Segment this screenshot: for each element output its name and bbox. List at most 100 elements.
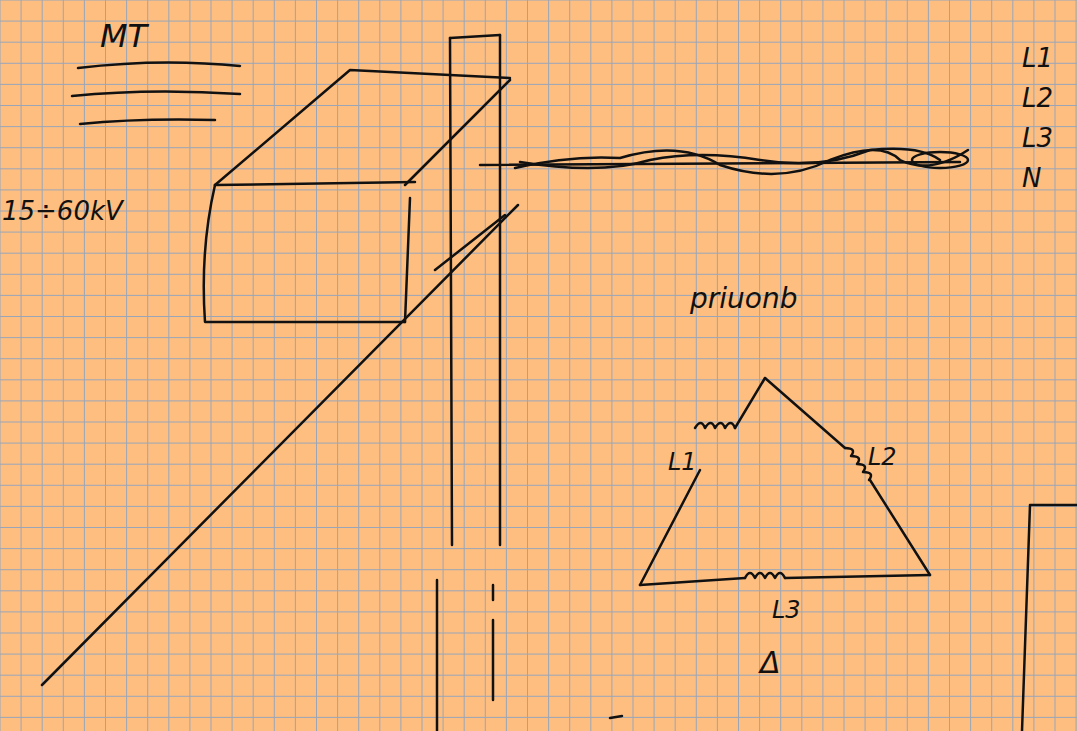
grid-line <box>0 569 1077 570</box>
handwritten-label: N <box>1022 165 1041 191</box>
grid-line <box>168 0 169 731</box>
triangle <box>785 575 930 578</box>
grid-line <box>0 21 1077 22</box>
handwritten-label: MT <box>100 20 147 52</box>
grid-line <box>211 0 212 731</box>
grid-line <box>991 0 992 731</box>
coil <box>845 448 871 480</box>
cable <box>912 152 968 168</box>
handwritten-label: priuonb <box>690 285 797 313</box>
grid-line <box>0 717 1077 718</box>
grid-line <box>0 253 1077 254</box>
grid-line <box>189 0 190 731</box>
cable <box>515 150 968 174</box>
grid-line <box>0 358 1077 359</box>
pole-base <box>492 585 495 700</box>
grid-line <box>84 0 85 731</box>
handwritten-label: L2 <box>1022 85 1053 111</box>
handwritten-label: L3 <box>772 598 801 622</box>
grid-line <box>548 0 549 731</box>
grid-line <box>633 0 634 731</box>
grid-line <box>379 0 380 731</box>
grid-line <box>464 0 465 731</box>
handwritten-label: L3 <box>1022 125 1053 151</box>
grid-line <box>907 0 908 731</box>
grid-line <box>717 0 718 731</box>
grid-line <box>949 0 950 731</box>
pole <box>499 35 502 545</box>
grid-line <box>443 0 444 731</box>
grid-line <box>295 0 296 731</box>
grid-line <box>654 0 655 731</box>
box-edge <box>215 70 510 185</box>
grid-line <box>232 0 233 731</box>
grid-line <box>0 126 1077 127</box>
grid-line <box>527 0 528 731</box>
grid-line <box>0 147 1077 148</box>
grid-line <box>0 548 1077 549</box>
grid-line <box>0 464 1077 465</box>
grid-line <box>0 400 1077 401</box>
grid-line <box>0 189 1077 190</box>
stroke-mark <box>610 716 622 718</box>
grid-line <box>1055 0 1056 731</box>
grid-line <box>970 0 971 731</box>
grid-line <box>274 0 275 731</box>
grid-line <box>42 0 43 731</box>
grid-line <box>1012 0 1013 731</box>
grid-line <box>738 0 739 731</box>
pole <box>450 35 500 38</box>
grid-line <box>0 274 1077 275</box>
triangle <box>765 378 845 448</box>
box-edge <box>215 182 415 185</box>
grid-line <box>0 337 1077 338</box>
grid-line <box>0 443 1077 444</box>
box-edge <box>405 198 410 322</box>
grid-line <box>696 0 697 731</box>
grid-line <box>422 0 423 731</box>
grid-line <box>1076 0 1077 731</box>
grid-line <box>0 654 1077 655</box>
grid-line <box>0 590 1077 591</box>
grid-line <box>675 0 676 731</box>
triangle <box>870 480 930 575</box>
grid-line <box>0 168 1077 169</box>
mt-line <box>78 62 240 68</box>
grid-line <box>0 633 1077 634</box>
grid-line <box>886 0 887 731</box>
grid-line <box>0 422 1077 423</box>
grid-line <box>0 42 1077 43</box>
grid-line <box>147 0 148 731</box>
handwritten-label: L1 <box>668 450 697 474</box>
handwritten-label: L2 <box>868 445 897 469</box>
handwritten-label: L1 <box>1022 45 1053 71</box>
mt-line <box>80 120 215 125</box>
grid-line <box>21 0 22 731</box>
box-edge <box>405 80 510 185</box>
stay-wire <box>435 215 505 270</box>
grid-line <box>63 0 64 731</box>
grid-line <box>801 0 802 731</box>
grid-line <box>0 485 1077 486</box>
grid-line <box>400 0 401 731</box>
grid-line <box>0 527 1077 528</box>
grid-line <box>0 84 1077 85</box>
grid-line <box>759 0 760 731</box>
triangle <box>735 378 765 428</box>
grid-line <box>0 211 1077 212</box>
stay-wire <box>42 205 518 685</box>
grid-line <box>0 105 1077 106</box>
triangle <box>640 470 700 585</box>
grid-line <box>0 696 1077 697</box>
handwritten-label: Δ <box>760 648 781 678</box>
grid-line <box>337 0 338 731</box>
grid-line <box>0 0 1 731</box>
grid-line <box>611 0 612 731</box>
grid-line <box>865 0 866 731</box>
grid-line <box>316 0 317 731</box>
grid-line <box>485 0 486 731</box>
mt-line <box>72 91 240 96</box>
handwritten-label: 15÷60kV <box>2 198 123 224</box>
